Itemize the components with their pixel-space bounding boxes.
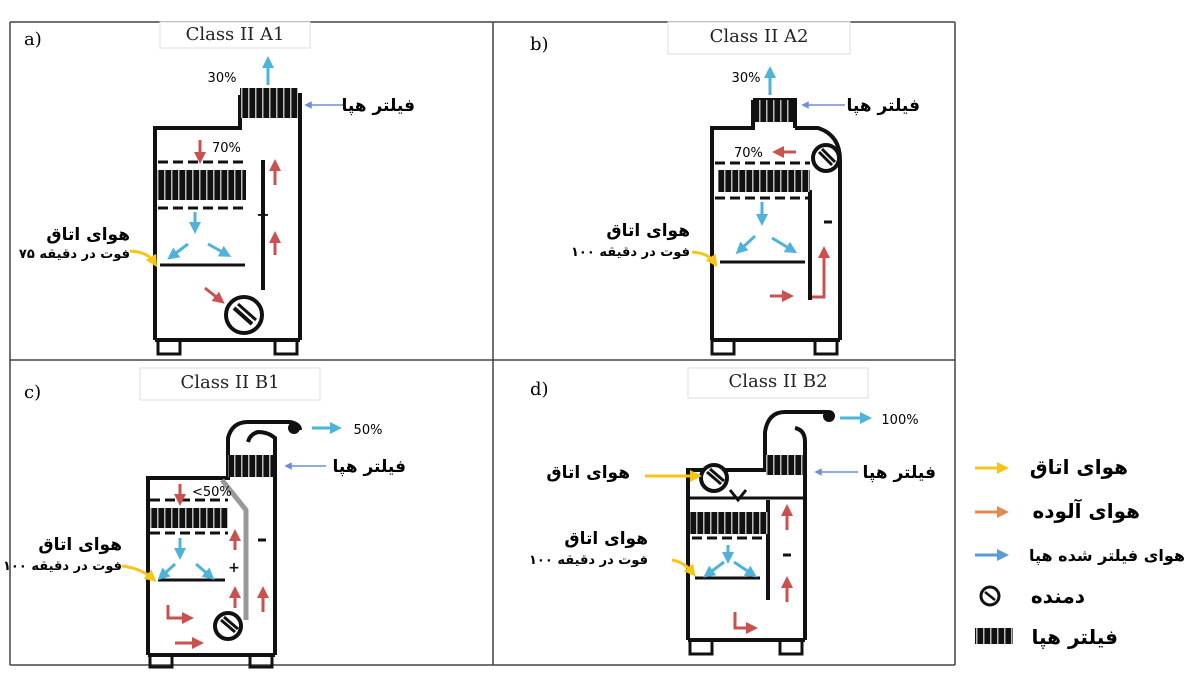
- downflow-pct: <50%: [192, 485, 232, 500]
- exhaust-hepa-filter: [228, 455, 274, 477]
- legend-item-hepa-filter: فیلتر هپا: [975, 625, 1118, 650]
- room-air-top-label: هوای اتاق: [546, 463, 630, 483]
- room-air-rate: فوت در دقیقه ۱۰۰: [571, 245, 690, 260]
- blower-icon: [699, 463, 729, 493]
- room-air-label: هوای اتاق: [38, 535, 122, 555]
- exhaust-pct: 30%: [732, 71, 761, 86]
- room-air-inflow-arrow: [691, 250, 718, 267]
- legend: هوای اتاق هوای آلوده هوای فیلتر شده هپا …: [975, 455, 1185, 650]
- room-air-rate: فوت در دقیقه ۱۰۰: [3, 559, 122, 574]
- supply-hepa-filter: [690, 512, 768, 534]
- svg-text:+: +: [228, 560, 240, 576]
- exhaust-pct: 100%: [881, 413, 918, 428]
- room-air-inflow-arrow: [671, 558, 696, 577]
- legend-room-air: هوای اتاق: [1030, 455, 1128, 479]
- svg-text:+: +: [256, 205, 269, 224]
- panel-letter: c): [24, 382, 41, 403]
- exhaust-pct: 30%: [208, 71, 237, 86]
- legend-hepa-filter: فیلتر هپا: [1031, 625, 1118, 650]
- hepa-filter-label: فیلتر هپا: [332, 457, 406, 477]
- panel-d: d) Class II B2 100%: [529, 367, 936, 656]
- downflow-pct: 70%: [212, 141, 241, 156]
- room-air-label: هوای اتاق: [564, 529, 648, 549]
- legend-item-hepa-filtered-air: هوای فیلتر شده هپا: [975, 546, 1185, 566]
- room-air-inflow-arrow: [121, 564, 157, 582]
- title-box: [687, 367, 869, 399]
- exhaust-pct: 50%: [354, 423, 383, 438]
- hepa-filter-label: فیلتر هپا: [846, 96, 920, 116]
- panel-title: Class II B1: [180, 372, 279, 393]
- room-air-rate: فوت در دقیقه ۱۰۰: [529, 553, 648, 568]
- blower-icon: [224, 295, 264, 335]
- legend-hepa-filtered-air: هوای فیلتر شده هپا: [1029, 546, 1185, 566]
- panel-title: Class II A2: [710, 26, 809, 47]
- panel-letter: b): [530, 34, 549, 55]
- panel-title: Class II B2: [728, 371, 827, 392]
- cabinet-body: [710, 98, 842, 356]
- panel-a: a) Class II A1 + 30% 70%: [19, 21, 415, 356]
- hepa-filter-label: فیلتر هپا: [862, 463, 936, 483]
- exhaust-hepa-filter: [755, 100, 793, 122]
- exhaust-hepa-filter: [240, 88, 298, 118]
- supply-hepa-filter: [148, 508, 228, 528]
- panel-letter: a): [24, 29, 42, 50]
- room-air-label: هوای اتاق: [46, 225, 130, 245]
- room-air-inflow-arrow: [129, 249, 158, 268]
- supply-hepa-filter: [718, 170, 810, 192]
- title-box: [139, 367, 321, 401]
- legend-contaminated-air: هوای آلوده: [1032, 498, 1140, 523]
- room-air-rate: فوت در دقیقه ۷۵: [19, 247, 130, 262]
- panel-c: c) Class II B1 + 50% <50%: [3, 367, 406, 669]
- panel-title: Class II A1: [186, 24, 285, 45]
- panel-letter: d): [530, 379, 549, 400]
- blower-icon: [213, 611, 243, 641]
- blower-icon: [979, 585, 1001, 607]
- exhaust-hepa-filter: [766, 455, 804, 475]
- downflow-pct: 70%: [734, 146, 763, 161]
- legend-item-contaminated-air: هوای آلوده: [975, 498, 1140, 523]
- grid-frame: [9, 21, 956, 666]
- hepa-filter-label: فیلتر هپا: [341, 96, 415, 116]
- legend-blower: دمنده: [1031, 584, 1085, 608]
- supply-hepa-filter: [156, 170, 246, 200]
- title-box: [159, 21, 311, 49]
- title-box: [667, 21, 851, 55]
- blower-icon: [811, 143, 841, 173]
- room-air-label: هوای اتاق: [606, 221, 690, 241]
- hepa-filter-icon: [975, 628, 1013, 644]
- legend-item-room-air: هوای اتاق: [975, 455, 1128, 479]
- cabinet-body: [153, 93, 302, 356]
- legend-item-blower: دمنده: [979, 584, 1085, 608]
- panel-b: b) Class II A2 30% 70%: [530, 21, 920, 356]
